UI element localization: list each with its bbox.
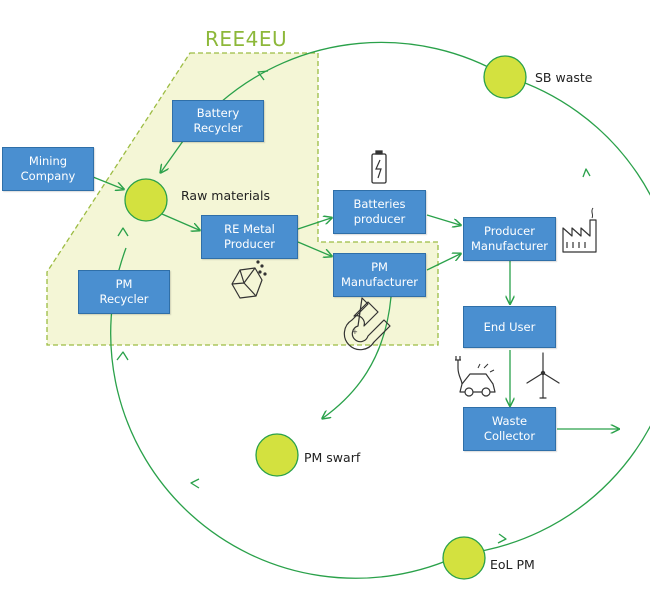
- pm-swarf-label: PM swarf: [304, 450, 361, 465]
- eol-pm-label: EoL PM: [490, 557, 535, 572]
- raw-materials-label: Raw materials: [181, 188, 270, 203]
- sb-waste-node: [483, 55, 527, 99]
- pm-manufacturer-box: PM Manufacturer: [333, 253, 426, 297]
- flow-arrows: [92, 140, 618, 429]
- mining-company-box: Mining Company: [2, 147, 94, 191]
- svg-text:+: +: [352, 328, 358, 336]
- pm-recycler-box: PM Recycler: [78, 270, 170, 314]
- eol-pm-node: [442, 536, 486, 580]
- battery-icon: [371, 150, 387, 184]
- waste-collector-box: Waste Collector: [463, 407, 556, 451]
- batteries-producer-box: Batteries producer: [333, 190, 426, 234]
- factory-icon: [562, 207, 597, 253]
- electric-car-icon: [455, 356, 496, 397]
- sb-waste-label: SB waste: [535, 70, 593, 85]
- producer-manufacturer-box: Producer Manufacturer: [463, 217, 556, 261]
- loop-arrows: [116, 70, 591, 544]
- raw-materials-node: [124, 178, 168, 222]
- diagram-title: REE4EU: [205, 27, 288, 51]
- wind-turbine-icon: [526, 352, 560, 399]
- magnet-icon: +: [343, 297, 391, 351]
- pm-swarf-node: [255, 433, 299, 477]
- end-user-box: End User: [463, 306, 556, 348]
- re-metal-producer-box: RE Metal Producer: [201, 215, 298, 259]
- ore-rock-icon: [231, 260, 267, 299]
- battery-recycler-box: Battery Recycler: [172, 100, 264, 142]
